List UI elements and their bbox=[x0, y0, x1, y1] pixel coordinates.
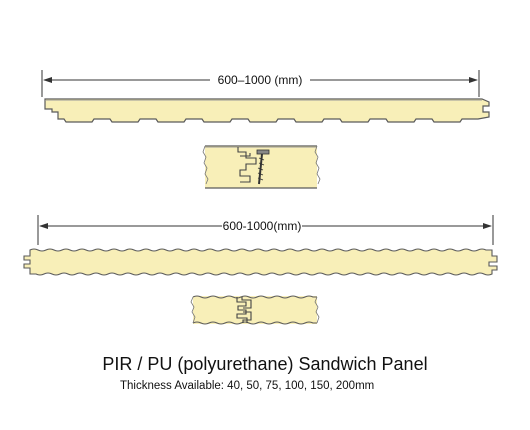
screw-icon bbox=[256, 149, 270, 185]
dimension-line-top: 600–1000 (mm) bbox=[41, 70, 480, 97]
dimension-line-bottom: 600-1000(mm) bbox=[37, 215, 494, 245]
panel-bottom bbox=[23, 248, 498, 276]
thickness-note: Thickness Available: 40, 50, 75, 100, 15… bbox=[120, 380, 375, 392]
dimension-label-top: 600–1000 (mm) bbox=[218, 73, 303, 87]
panel-top bbox=[44, 98, 490, 123]
joint-detail-bottom bbox=[190, 295, 320, 325]
dimension-label-bottom: 600-1000(mm) bbox=[223, 219, 302, 233]
joint-detail-top bbox=[202, 145, 321, 189]
diagram-title: PIR / PU (polyurethane) Sandwich Panel bbox=[102, 354, 428, 374]
